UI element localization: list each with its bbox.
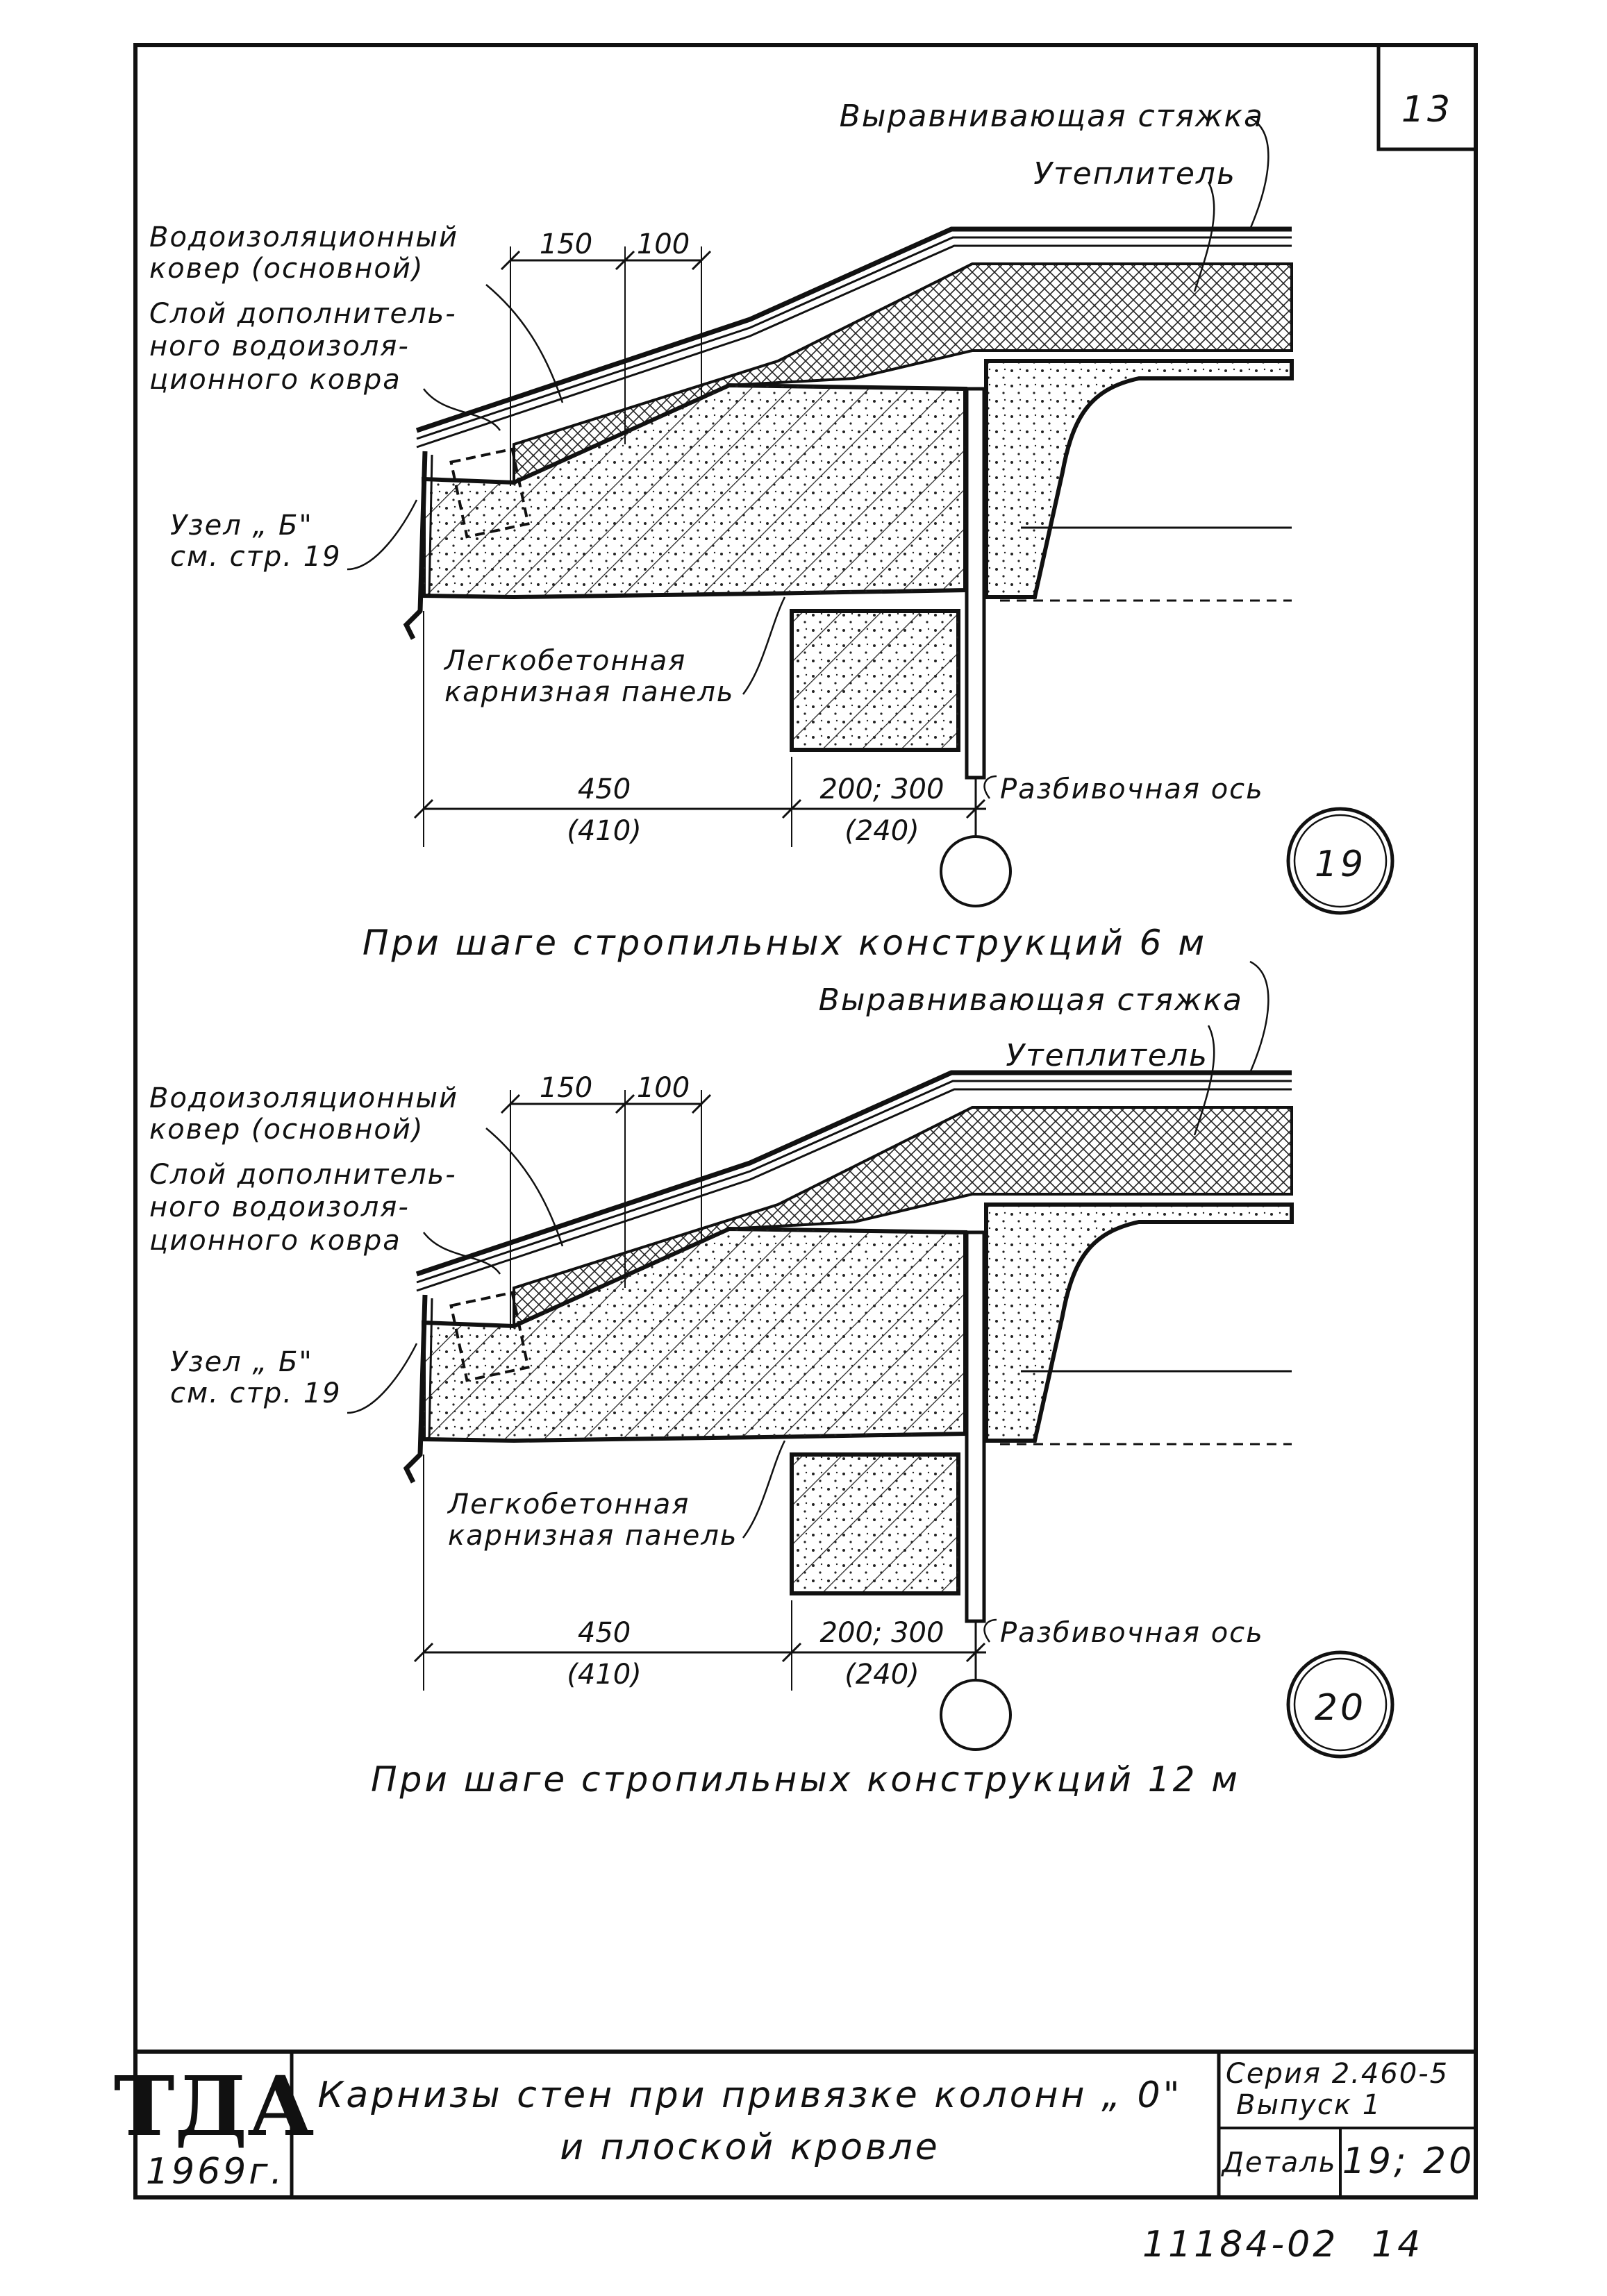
leveling-screed-label: Выравнивающая стяжка [819,982,1243,1018]
extra-layer-label-1: Слой дополнитель- [149,298,457,330]
detail-label: Деталь [1221,2147,1337,2179]
sheet-code: 11184-02 [1142,2224,1338,2265]
panel-label-2: карнизная панель [448,1520,738,1552]
leveling-screed-label: Выравнивающая стяжка [840,99,1264,134]
extra-layer-label-1: Слой дополнитель- [149,1159,457,1191]
title-block: ТДА 1969г. Карнизы стен при привязке кол… [114,2050,1476,2197]
sheet-title-line2: и плоской кровле [560,2127,940,2168]
waterproof-main-label-1: Водоизоляционный [149,1082,458,1114]
waterproof-main-label-2: ковер (основной) [149,1114,424,1146]
node-b-label-2: см. стр. 19 [170,1377,342,1409]
dim-240: (240) [844,815,919,847]
detail-number-20: 20 [1315,1687,1366,1729]
extra-layer-label-2: ного водоизоля- [149,330,410,362]
panel-label-2: карнизная панель [444,676,735,708]
waterproof-main-label-2: ковер (основной) [149,253,424,285]
sheet-title-line1: Карнизы стен при привязке колонн „ 0" [317,2075,1182,2116]
dim-200-300: 200; 300 [820,1617,944,1649]
org-logo-text: ТДА [114,2058,315,2154]
extra-layer-label-3: ционного ковра [149,1225,401,1257]
issue: Выпуск 1 [1236,2089,1381,2121]
series: Серия 2.460-5 [1226,2058,1449,2090]
page-number: 13 [1401,89,1453,131]
panel-label-1: Легкобетонная [447,1489,690,1520]
detail-20: Выравнивающая стяжка Утеплитель Водоизол… [149,962,1392,1800]
detail-19-caption: При шаге стропильных конструкций 6 м [363,923,1207,963]
node-b-label-1: Узел „ Б" [170,510,313,542]
dim-450: 450 [578,773,631,805]
detail-number-19: 19 [1315,844,1366,885]
node-b-label-1: Узел „ Б" [170,1346,313,1378]
dim-410: (410) [567,1659,642,1691]
axis-label: Разбивочная ось [1000,1617,1264,1649]
insulation-label: Утеплитель [1006,1038,1208,1073]
extra-layer-label-3: ционного ковра [149,364,401,396]
page-number-box [1376,43,1478,151]
sheet-frame [133,43,1478,2199]
detail-19: Выравнивающая стяжка Утеплитель Водоизол… [149,99,1392,963]
dim-450: 450 [578,1617,631,1649]
node-b-label-2: см. стр. 19 [170,541,342,573]
dim-240: (240) [844,1659,919,1691]
sheet-index: 14 [1372,2224,1423,2265]
detail-20-caption: При шаге стропильных конструкций 12 м [371,1759,1240,1800]
detail-value: 19; 20 [1342,2140,1474,2182]
axis-label: Разбивочная ось [1000,773,1264,805]
waterproof-main-label-1: Водоизоляционный [149,221,458,253]
dim-100: 100 [637,1072,690,1104]
dim-100: 100 [637,228,690,260]
year: 1969г. [146,2151,285,2193]
dim-150: 150 [540,1072,592,1104]
dim-200-300: 200; 300 [820,773,944,805]
insulation-label: Утеплитель [1033,156,1236,192]
dim-150: 150 [540,228,592,260]
extra-layer-label-2: ного водоизоля- [149,1191,410,1223]
dim-410: (410) [567,815,642,847]
panel-label-1: Легкобетонная [443,645,686,677]
